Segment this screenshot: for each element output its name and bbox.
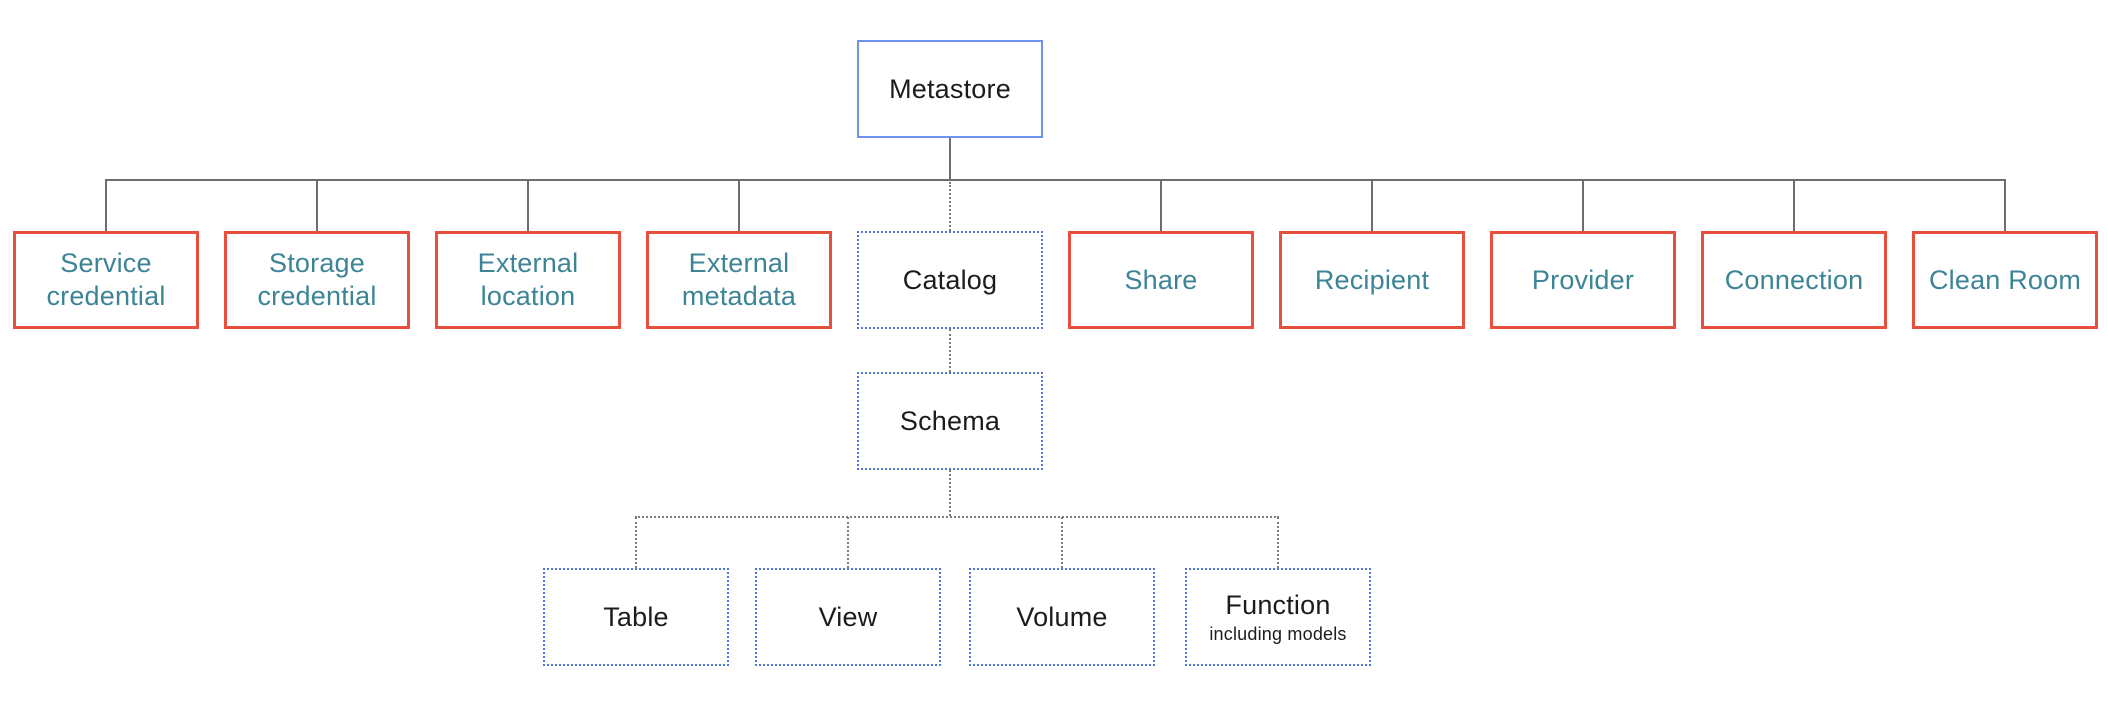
connector-level4-bus: [635, 516, 1279, 518]
connector-bus-to-provider: [1582, 181, 1584, 231]
node-service-credential-label: Service credential: [46, 248, 166, 311]
connector-bus-to-clean-room: [2004, 181, 2006, 231]
connector-bus-to-share: [1160, 181, 1162, 231]
node-service-credential: Service credential: [13, 231, 199, 329]
node-provider: Provider: [1490, 231, 1676, 329]
connector-bus-to-function: [1277, 517, 1279, 568]
node-clean-room: Clean Room: [1912, 231, 2098, 329]
connector-bus-to-external-location: [527, 181, 529, 231]
node-metastore: Metastore: [857, 40, 1043, 138]
node-connection: Connection: [1701, 231, 1887, 329]
connector-bus-to-external-metadata: [738, 181, 740, 231]
connector-catalog-to-schema: [949, 329, 951, 372]
node-function: Function including models: [1185, 568, 1371, 666]
node-external-metadata: External metadata: [646, 231, 832, 329]
node-external-location-label: External location: [477, 248, 579, 311]
connector-bus-to-connection: [1793, 181, 1795, 231]
node-metastore-label: Metastore: [889, 73, 1011, 104]
connector-schema-to-bus: [949, 470, 951, 516]
node-share: Share: [1068, 231, 1254, 329]
node-catalog: Catalog: [857, 231, 1043, 329]
node-storage-credential: Storage credential: [224, 231, 410, 329]
connector-bus-to-view: [847, 517, 849, 568]
node-schema: Schema: [857, 372, 1043, 470]
node-share-label: Share: [1124, 264, 1198, 295]
connector-bus-to-service-credential: [105, 181, 107, 231]
node-function-sublabel: including models: [1209, 623, 1347, 644]
connector-bus-to-volume: [1061, 517, 1063, 568]
connector-bus-to-storage-credential: [316, 181, 318, 231]
node-clean-room-label: Clean Room: [1928, 264, 2082, 295]
node-table: Table: [543, 568, 729, 666]
node-recipient: Recipient: [1279, 231, 1465, 329]
node-storage-credential-label: Storage credential: [257, 248, 377, 311]
node-schema-label: Schema: [899, 405, 1001, 436]
node-provider-label: Provider: [1531, 264, 1635, 295]
node-table-label: Table: [603, 601, 669, 632]
connector-bus-to-table: [635, 517, 637, 568]
node-function-label: Function: [1225, 589, 1331, 620]
connector-metastore-to-bus: [949, 138, 951, 181]
node-catalog-label: Catalog: [902, 264, 998, 295]
node-connection-label: Connection: [1724, 264, 1864, 295]
connector-bus-to-catalog: [949, 182, 951, 231]
connector-level2-bus: [105, 179, 2006, 181]
node-view: View: [755, 568, 941, 666]
node-volume-label: Volume: [1016, 601, 1108, 632]
connector-bus-to-recipient: [1371, 181, 1373, 231]
node-view-label: View: [818, 601, 878, 632]
node-volume: Volume: [969, 568, 1155, 666]
node-recipient-label: Recipient: [1314, 264, 1430, 295]
node-external-metadata-label: External metadata: [681, 248, 797, 311]
node-external-location: External location: [435, 231, 621, 329]
